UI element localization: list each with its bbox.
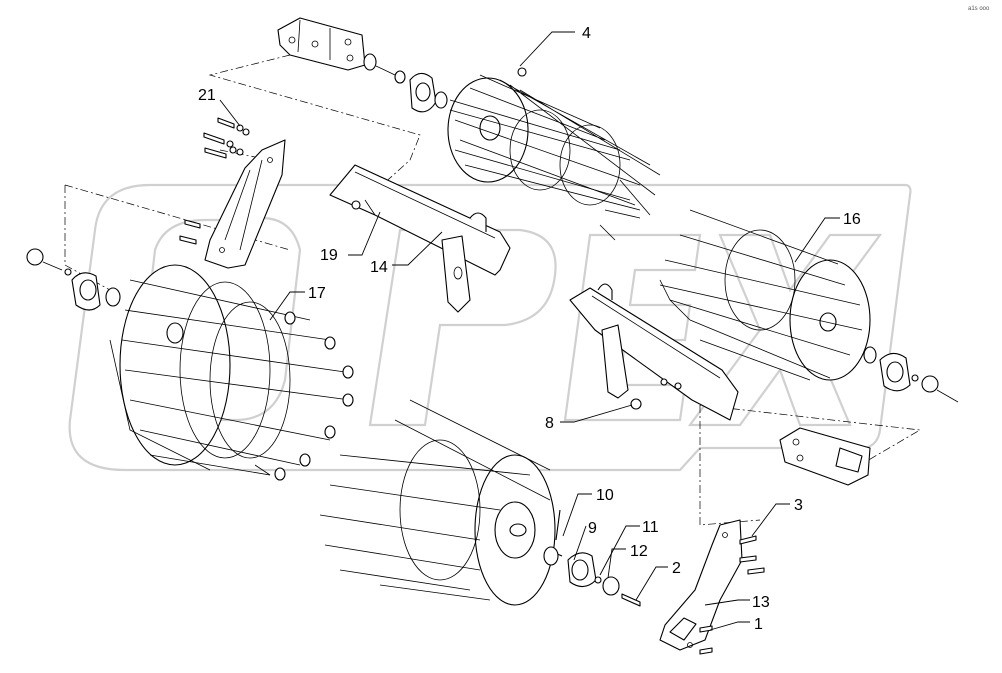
leader-8 — [560, 404, 633, 423]
callout-13: 13 — [752, 594, 770, 611]
callout-8: 8 — [545, 415, 554, 432]
callout-11: 11 — [642, 519, 659, 536]
left-front-roller — [109, 264, 354, 481]
leader-3 — [751, 503, 790, 537]
upper-rear-roller — [447, 67, 661, 241]
right-bearing-assembly — [863, 346, 959, 403]
left-roller-tube-ends — [274, 311, 354, 481]
leader-12 — [607, 548, 626, 579]
callout-9: 9 — [588, 520, 597, 537]
lower-front-roller — [319, 399, 563, 606]
leader-13 — [704, 599, 750, 606]
leader-10 — [562, 493, 592, 537]
top-bearing-bracket — [277, 17, 366, 71]
leader-17 — [269, 291, 305, 321]
callout-10: 10 — [596, 487, 614, 504]
leader-9 — [573, 525, 587, 561]
callout-leaders — [219, 31, 840, 631]
left-side-plate — [179, 139, 286, 269]
leader-2 — [635, 566, 668, 601]
leader-14 — [392, 231, 443, 266]
watermark-logo — [68, 183, 912, 472]
right-crossbeam — [569, 283, 739, 421]
right-upper-roller — [659, 209, 871, 381]
right-lower-bracket — [779, 427, 871, 486]
leader-4 — [519, 31, 575, 67]
leader-16 — [794, 217, 840, 263]
bolt-set-21 — [203, 117, 250, 159]
leader-1 — [709, 621, 750, 631]
callout-1: 1 — [754, 616, 763, 633]
callout-17: 17 — [308, 285, 326, 302]
callout-3: 3 — [794, 497, 803, 514]
leader-11 — [599, 525, 640, 576]
callout-labels: 4 21 19 14 17 16 8 10 9 11 12 2 3 13 1 — [198, 25, 861, 633]
leader-21 — [219, 99, 241, 127]
left-bearing-assembly — [26, 248, 121, 311]
callout-14: 14 — [370, 259, 388, 276]
center-crossbeam — [329, 164, 511, 313]
lower-bearing-assembly — [567, 552, 641, 607]
callout-4: 4 — [582, 25, 591, 42]
callout-16: 16 — [843, 211, 861, 228]
leader-19 — [348, 211, 381, 256]
callout-21: 21 — [198, 87, 216, 104]
top-bearing-assembly — [363, 53, 448, 113]
reference-mark: a1s ooo — [968, 6, 990, 12]
lower-right-side-plate — [659, 519, 765, 655]
callout-2: 2 — [672, 560, 681, 577]
callout-19: 19 — [320, 247, 338, 264]
callout-12: 12 — [630, 543, 648, 560]
